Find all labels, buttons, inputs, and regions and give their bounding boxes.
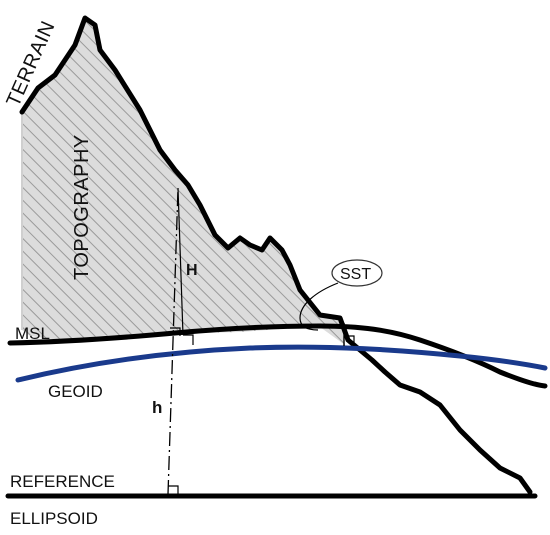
ellipsoid-right-angle-mark <box>168 485 179 496</box>
geoid-line <box>15 344 548 383</box>
ellipsoidal-height-label: h <box>152 398 162 417</box>
geoid-label: GEOID <box>48 382 103 401</box>
sst-leader <box>299 282 339 331</box>
orthometric-height-label: H <box>186 262 198 279</box>
ellipsoidal-height-line <box>167 187 179 495</box>
ellipsoid-label: ELLIPSOID <box>10 509 98 528</box>
msl-line <box>7 323 548 389</box>
reference-label: REFERENCE <box>10 472 115 491</box>
sst-right-angle-mark <box>344 335 355 346</box>
msl-label: MSL <box>15 324 50 343</box>
orthometric-height-line <box>177 187 184 336</box>
sst-callout-bubble <box>331 259 383 287</box>
msl-right-angle-mark <box>170 327 181 336</box>
sst-label: SST <box>340 266 371 283</box>
geoid-right-angle-mark <box>183 334 194 345</box>
topography-label: TOPOGRAPHY <box>71 134 93 280</box>
terrain-line <box>19 15 533 495</box>
